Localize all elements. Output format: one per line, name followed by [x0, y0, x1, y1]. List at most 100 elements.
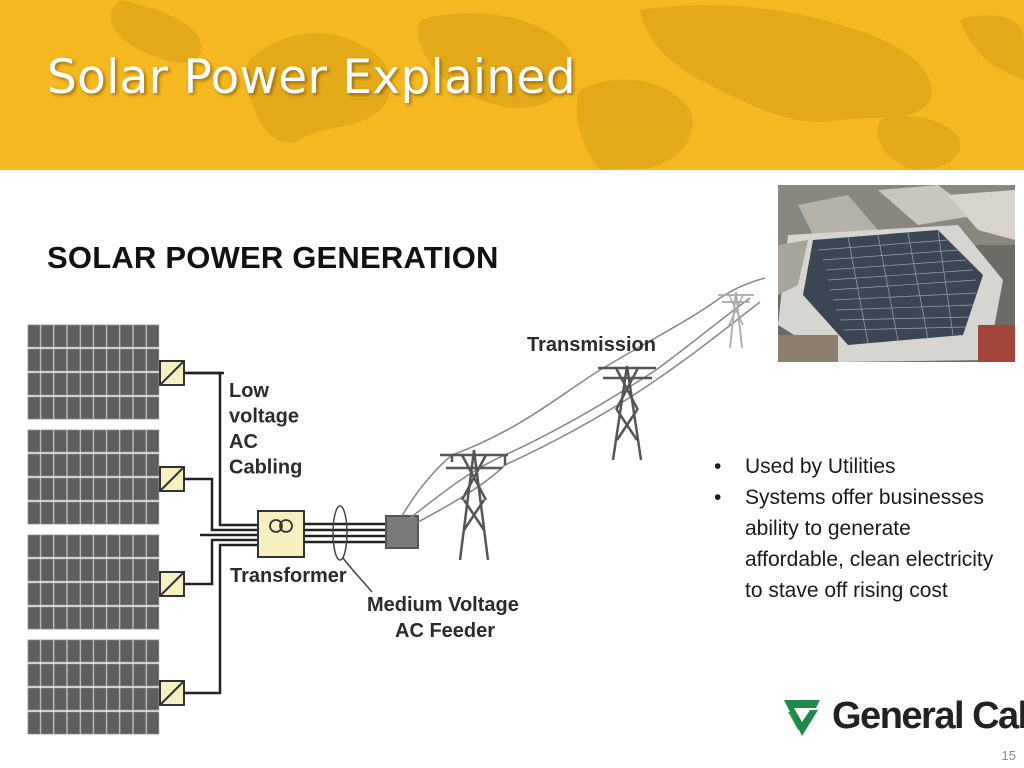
- solar-cell: [133, 477, 147, 501]
- solar-cell: [54, 453, 67, 477]
- solar-cell: [54, 639, 67, 663]
- solar-cell: [146, 663, 160, 687]
- solar-cell: [120, 501, 133, 525]
- solar-cell: [80, 396, 94, 420]
- medium-voltage-label-line1: Medium Voltage: [367, 594, 519, 616]
- solar-cell: [67, 606, 80, 630]
- solar-cell: [54, 582, 67, 606]
- solar-cell: [40, 687, 54, 711]
- solar-cell: [93, 606, 107, 630]
- solar-cell: [146, 429, 160, 453]
- solar-cell: [106, 429, 120, 453]
- solar-cell: [120, 477, 133, 501]
- solar-cell: [54, 396, 67, 420]
- solar-cell: [40, 663, 54, 687]
- solar-cell: [67, 453, 80, 477]
- solar-cell: [80, 501, 94, 525]
- transmission-label: Transmission: [527, 334, 656, 356]
- solar-cell: [40, 558, 54, 582]
- solar-cell: [133, 687, 147, 711]
- medium-voltage-label-line2: AC Feeder: [395, 620, 495, 642]
- solar-cell: [27, 477, 41, 501]
- solar-cell: [40, 582, 54, 606]
- slide-title: Solar Power Explained: [47, 50, 576, 105]
- solar-cell: [133, 663, 147, 687]
- solar-cell: [67, 639, 80, 663]
- solar-cell: [80, 663, 94, 687]
- solar-cell: [80, 534, 94, 558]
- solar-cell: [40, 501, 54, 525]
- solar-cell: [93, 348, 107, 372]
- bullet-dot-icon: •: [714, 455, 722, 478]
- solar-cell: [27, 639, 41, 663]
- solar-cell: [27, 372, 41, 396]
- solar-cell: [120, 606, 133, 630]
- solar-cell: [106, 348, 120, 372]
- solar-cell: [120, 534, 133, 558]
- solar-cell: [80, 558, 94, 582]
- rooftop-solar-photo: [778, 185, 1015, 362]
- solar-cell: [120, 687, 133, 711]
- page-number: 15: [1001, 748, 1016, 763]
- solar-cell: [54, 477, 67, 501]
- solar-cell: [54, 372, 67, 396]
- bullet-list: • Used by Utilities • Systems offer busi…: [714, 451, 1014, 606]
- transmission-lines: [401, 277, 766, 523]
- solar-cell: [93, 663, 107, 687]
- solar-cell: [27, 534, 41, 558]
- low-voltage-label-line: voltage: [229, 406, 299, 428]
- low-voltage-label-line: AC: [229, 431, 258, 453]
- solar-cell: [93, 429, 107, 453]
- solar-cell: [106, 639, 120, 663]
- solar-cell: [120, 429, 133, 453]
- solar-cell: [93, 477, 107, 501]
- solar-cell: [93, 582, 107, 606]
- solar-cell: [120, 639, 133, 663]
- solar-cell: [146, 558, 160, 582]
- solar-cell: [120, 396, 133, 420]
- solar-cell: [133, 606, 147, 630]
- solar-cell: [67, 348, 80, 372]
- solar-cell: [120, 372, 133, 396]
- solar-cell: [133, 453, 147, 477]
- solar-cell: [54, 606, 67, 630]
- solar-cell: [54, 324, 67, 348]
- solar-cell: [54, 687, 67, 711]
- solar-cell: [27, 396, 41, 420]
- solar-cell: [146, 453, 160, 477]
- solar-cell: [27, 348, 41, 372]
- solar-cell: [133, 639, 147, 663]
- solar-cell: [54, 558, 67, 582]
- world-map-background: [110, 0, 1024, 170]
- solar-cell: [133, 348, 147, 372]
- solar-cell: [106, 606, 120, 630]
- solar-cell: [133, 501, 147, 525]
- solar-cell: [106, 372, 120, 396]
- medium-voltage-feeder: [304, 522, 386, 544]
- bullet-item: • Used by Utilities: [714, 451, 1014, 482]
- solar-cell: [80, 453, 94, 477]
- solar-cell: [27, 663, 41, 687]
- solar-cell: [133, 324, 147, 348]
- solar-cell: [40, 453, 54, 477]
- solar-cell: [27, 711, 41, 735]
- solar-cell: [120, 711, 133, 735]
- solar-cell: [120, 582, 133, 606]
- solar-cell: [80, 429, 94, 453]
- solar-cell: [67, 477, 80, 501]
- solar-cell: [106, 711, 120, 735]
- solar-cell: [54, 348, 67, 372]
- solar-cell: [146, 396, 160, 420]
- solar-cell: [120, 324, 133, 348]
- bullet-text: Systems offer businesses ability to gene…: [745, 486, 994, 602]
- solar-cell: [27, 687, 41, 711]
- solar-cell: [27, 324, 41, 348]
- solar-cell: [67, 501, 80, 525]
- solar-cell: [67, 663, 80, 687]
- low-voltage-label-line: Low: [229, 380, 269, 402]
- solar-cell: [106, 453, 120, 477]
- solar-cell: [80, 348, 94, 372]
- solar-cell: [40, 711, 54, 735]
- solar-cell: [80, 477, 94, 501]
- solar-cell: [54, 711, 67, 735]
